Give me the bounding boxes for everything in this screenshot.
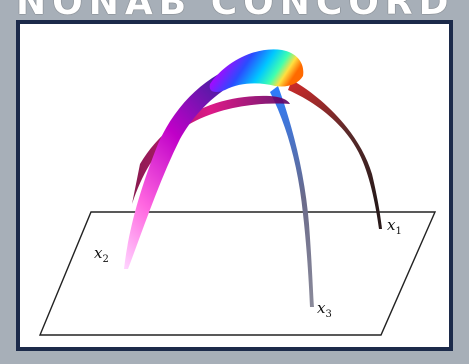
label-x2: x2 bbox=[94, 244, 109, 265]
figure-panel: x2 x1 x3 bbox=[16, 20, 453, 351]
arm-to-x3 bbox=[270, 86, 314, 307]
surface-diagram: x2 x1 x3 bbox=[38, 49, 437, 336]
label-x3: x3 bbox=[317, 299, 332, 320]
label-x1: x1 bbox=[387, 216, 402, 237]
header-title: NONAB CONCORD bbox=[0, 0, 469, 18]
surface-cap bbox=[209, 49, 304, 92]
arm-to-x2 bbox=[124, 57, 278, 269]
base-plane bbox=[38, 211, 437, 336]
arm-to-x1 bbox=[288, 80, 382, 229]
